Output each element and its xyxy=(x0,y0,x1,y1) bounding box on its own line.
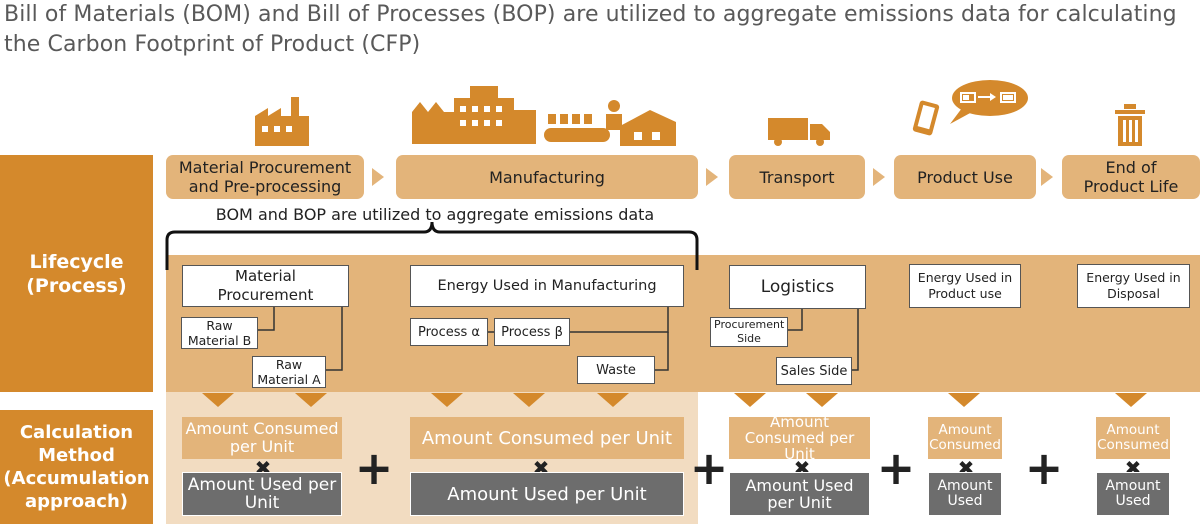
stage-manufacturing: Manufacturing xyxy=(396,155,698,199)
process-alpha-box: Process α xyxy=(410,318,488,346)
plus-icon: + xyxy=(354,441,394,495)
stage-arrow xyxy=(1041,168,1053,186)
energy-product-use-box: Energy Used in Product use xyxy=(909,264,1021,308)
lifecycle-label-text: Lifecycle (Process) xyxy=(26,250,127,297)
box-label: Procurement Side xyxy=(714,318,785,345)
box-label: Energy Used in Disposal xyxy=(1086,270,1181,301)
calculation-row-label: Calculation Method (Accumulation approac… xyxy=(0,410,153,524)
used-cell: Amount Used xyxy=(928,472,1002,516)
stage-label: Material Procurement and Pre-processing xyxy=(178,158,352,196)
cell-label: Amount Used xyxy=(937,478,993,509)
consumed-cell: Amount Consumed xyxy=(928,417,1002,459)
down-arrow xyxy=(295,393,327,407)
stage-material-procurement: Material Procurement and Pre-processing xyxy=(166,155,364,199)
stage-arrow xyxy=(873,168,885,186)
stage-product-use: Product Use xyxy=(894,155,1036,199)
used-cell: Amount Used xyxy=(1096,472,1170,516)
box-label: Raw Material A xyxy=(257,357,321,387)
down-arrow xyxy=(1115,393,1147,407)
lifecycle-row-label: Lifecycle (Process) xyxy=(0,155,153,392)
stage-label: End of Product Life xyxy=(1083,158,1179,196)
box-label: Sales Side xyxy=(780,363,848,379)
box-label: Process β xyxy=(501,324,563,340)
consumed-per-unit-cell: Amount Consumed per Unit xyxy=(410,417,684,459)
bracket-caption: BOM and BOP are utilized to aggregate em… xyxy=(215,205,655,224)
box-label: Energy Used in Manufacturing xyxy=(437,278,657,294)
down-arrow xyxy=(513,393,545,407)
consumed-per-unit-cell: Amount Consumed per Unit xyxy=(729,413,870,463)
down-arrow xyxy=(202,393,234,407)
plus-icon: + xyxy=(689,441,729,495)
cell-label: Amount Used xyxy=(1105,478,1161,509)
box-label: Process α xyxy=(417,324,481,340)
stage-end-of-life: End of Product Life xyxy=(1062,155,1200,199)
box-label: Energy Used in Product use xyxy=(917,270,1013,301)
raw-material-b-box: Raw Material B xyxy=(181,317,258,349)
stage-label: Transport xyxy=(759,167,835,187)
box-label: Logistics xyxy=(760,277,835,297)
calculation-label-text: Calculation Method (Accumulation approac… xyxy=(3,422,150,512)
page-title: Bill of Materials (BOM) and Bill of Proc… xyxy=(4,2,1177,57)
truck-icon xyxy=(768,118,830,146)
down-arrow xyxy=(806,393,838,407)
phone-charging-icon xyxy=(912,80,1028,136)
box-label: Raw Material B xyxy=(187,318,252,348)
cell-label: Amount Consumed per Unit xyxy=(744,413,855,463)
material-procurement-box: Material Procurement xyxy=(182,265,349,307)
logistics-box: Logistics xyxy=(729,265,866,309)
down-arrow xyxy=(597,393,629,407)
stage-transport: Transport xyxy=(729,155,865,199)
factory-icon xyxy=(255,97,309,146)
process-beta-box: Process β xyxy=(494,318,570,346)
stage-label: Manufacturing xyxy=(489,167,605,187)
energy-disposal-box: Energy Used in Disposal xyxy=(1077,264,1190,308)
sales-side-box: Sales Side xyxy=(776,357,852,385)
stage-arrow xyxy=(372,168,384,186)
stage-label: Product Use xyxy=(917,167,1013,187)
cell-label: Amount Used per Unit xyxy=(447,483,647,505)
bom-bracket xyxy=(165,221,699,270)
down-arrow xyxy=(948,393,980,407)
cell-label: Amount Consumed per Unit xyxy=(421,427,673,449)
manufacturing-plant-icon xyxy=(412,86,676,146)
down-arrow xyxy=(431,393,463,407)
cell-label: Amount Consumed xyxy=(1097,422,1169,453)
trash-can-icon xyxy=(1115,104,1145,146)
energy-manufacturing-box: Energy Used in Manufacturing xyxy=(410,265,684,307)
box-label: Waste xyxy=(596,362,636,378)
waste-box: Waste xyxy=(577,356,655,384)
down-arrow xyxy=(734,393,766,407)
used-per-unit-cell: Amount Used per Unit xyxy=(410,472,684,516)
procurement-side-box: Procurement Side xyxy=(710,317,788,347)
raw-material-a-box: Raw Material A xyxy=(252,356,326,388)
consumed-cell: Amount Consumed xyxy=(1096,417,1170,459)
stage-arrow xyxy=(706,168,718,186)
cell-label: Amount Consumed xyxy=(929,422,1001,453)
cell-label: Amount Consumed per Unit xyxy=(185,419,339,456)
plus-icon: + xyxy=(1024,441,1064,495)
consumed-per-unit-cell: Amount Consumed per Unit xyxy=(182,417,342,459)
cell-label: Amount Used per Unit xyxy=(745,476,854,512)
plus-icon: + xyxy=(876,441,916,495)
box-label: Material Procurement xyxy=(217,267,314,304)
used-per-unit-cell: Amount Used per Unit xyxy=(729,472,870,516)
used-per-unit-cell: Amount Used per Unit xyxy=(182,472,342,516)
cell-label: Amount Used per Unit xyxy=(187,475,337,513)
